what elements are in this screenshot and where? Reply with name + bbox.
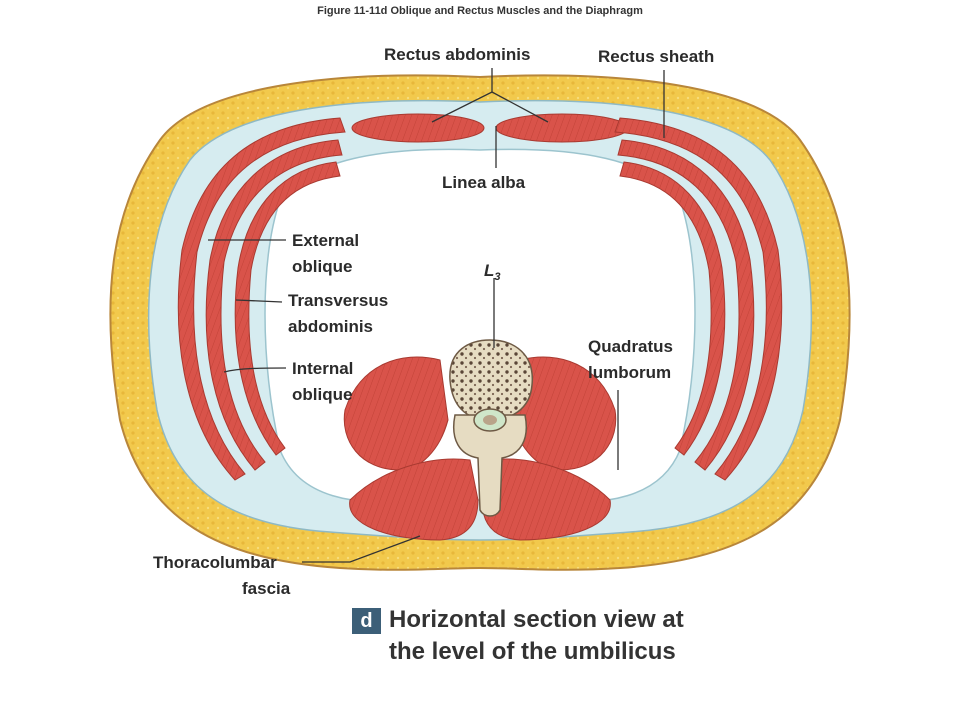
spinal-cord	[483, 415, 497, 425]
label-l3-letter: L	[484, 261, 494, 280]
label-thoracolumbar-fascia-line1: Thoracolumbar	[153, 553, 277, 572]
label-l3-sub: 3	[494, 271, 500, 283]
panel-title: Horizontal section view at the level of …	[389, 604, 749, 668]
vertebral-body	[449, 339, 533, 421]
internal-oblique-left	[205, 139, 343, 471]
label-internal-oblique-line1: Internal	[292, 359, 353, 378]
label-thoracolumbar-fascia-line2: fascia	[242, 579, 291, 598]
figure-caption: Figure 11-11d Oblique and Rectus Muscles…	[317, 5, 643, 17]
label-rectus-sheath: Rectus sheath	[598, 47, 714, 66]
vertebral-arch	[453, 414, 527, 517]
leader-transversus-abdominis	[235, 299, 283, 303]
transversus-abdominis-left	[234, 161, 341, 456]
label-rectus-abdominis: Rectus abdominis	[384, 45, 530, 64]
transversus-abdominis-right	[619, 161, 726, 456]
label-internal-oblique-line2: oblique	[292, 385, 352, 404]
panel-letter-badge: d	[352, 608, 381, 634]
leader-internal-oblique	[223, 367, 287, 373]
label-transversus-abdominis-line1: Transversus	[288, 291, 388, 310]
quadratus-lumborum-right	[511, 356, 617, 471]
erector-spinae-left	[349, 458, 479, 541]
erector-spinae-right	[481, 458, 611, 541]
external-oblique-right	[614, 117, 783, 481]
label-l3: L3	[484, 261, 501, 283]
quadratus-lumborum-left	[343, 356, 449, 471]
label-quadratus-lumborum-line1: Quadratus	[588, 337, 673, 356]
rectus-abdominis-left	[351, 113, 485, 143]
label-transversus-abdominis-line2: abdominis	[288, 317, 373, 336]
label-external-oblique-line2: oblique	[292, 257, 352, 276]
label-linea-alba: Linea alba	[442, 173, 526, 192]
rectus-abdominis-right	[495, 113, 629, 143]
internal-oblique-right	[617, 139, 755, 471]
panel-title-line1: Horizontal section view at	[389, 606, 684, 633]
panel-title-line2: the level of the umbilicus	[389, 638, 676, 665]
label-external-oblique-line1: External	[292, 231, 359, 250]
leader-thoracolumbar-fascia	[302, 535, 421, 563]
external-oblique-left	[177, 117, 346, 481]
label-quadratus-lumborum-line2: lumborum	[588, 363, 671, 382]
